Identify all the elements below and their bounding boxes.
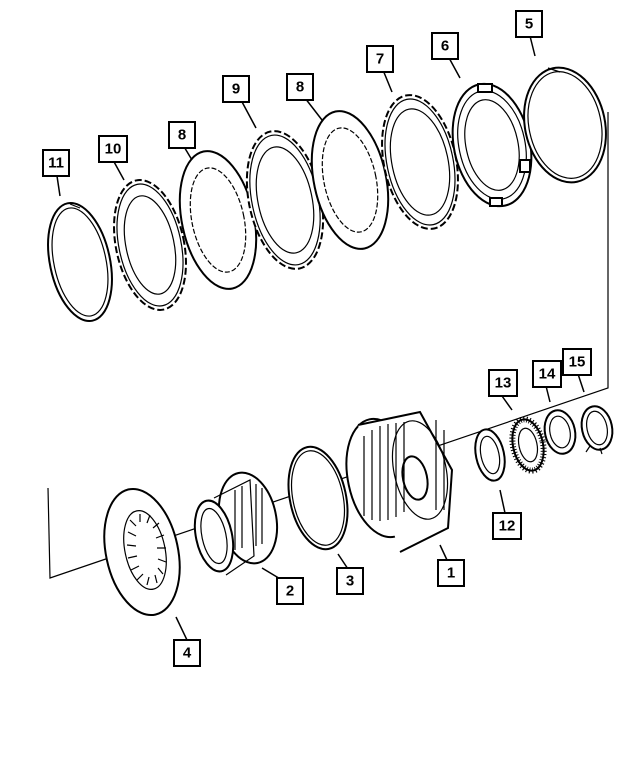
part-2-hub [193, 471, 279, 576]
callout-15: 15 [562, 348, 592, 376]
part-5-snap-ring [523, 66, 607, 184]
callout-7-label: 7 [376, 51, 384, 68]
leader-lines [56, 35, 585, 641]
callout-9-label: 9 [232, 81, 240, 98]
callout-14-label: 14 [539, 366, 556, 383]
callout-12-label: 12 [499, 518, 516, 535]
part-4-spring-plate [103, 487, 181, 617]
callout-1-label: 1 [447, 565, 455, 582]
callout-3: 3 [336, 567, 364, 595]
callout-13: 13 [488, 369, 518, 397]
callout-15-label: 15 [569, 354, 586, 371]
part-10-steel-plate [113, 179, 187, 311]
callout-6-label: 6 [441, 38, 449, 55]
callout-2: 2 [276, 577, 304, 605]
callout-3-label: 3 [346, 573, 354, 590]
callout-13-label: 13 [495, 375, 512, 392]
callout-7: 7 [366, 45, 394, 73]
part-6-pressure-plate [451, 82, 533, 208]
callout-10-label: 10 [105, 141, 122, 158]
callout-11: 11 [42, 149, 70, 177]
callout-14: 14 [532, 360, 562, 388]
callout-5-label: 5 [525, 16, 533, 33]
callout-6: 6 [431, 32, 459, 60]
callout-8-right: 8 [286, 73, 314, 101]
callout-1: 1 [437, 559, 465, 587]
part-14-washer [543, 409, 577, 455]
callout-4-label: 4 [183, 645, 192, 662]
part-1-clutch-drum [345, 410, 454, 553]
part-11-snap-ring [47, 201, 113, 323]
callout-8-left: 8 [168, 121, 196, 149]
callout-11-label: 11 [48, 155, 64, 172]
part-7-steel-plate [381, 94, 459, 230]
part-3-seal-ring [287, 445, 349, 551]
part-15-retaining-ring [580, 405, 614, 455]
callout-12: 12 [492, 512, 522, 540]
callout-8-right-label: 8 [296, 79, 304, 96]
callout-2-label: 2 [286, 583, 294, 600]
part-13-thrust-bearing [509, 416, 547, 474]
callout-8-left-label: 8 [178, 127, 186, 144]
callout-10: 10 [98, 135, 128, 163]
callout-9: 9 [222, 75, 250, 103]
callout-4: 4 [173, 639, 201, 667]
callout-5: 5 [515, 10, 543, 38]
part-12-thrust-washer [474, 428, 506, 482]
